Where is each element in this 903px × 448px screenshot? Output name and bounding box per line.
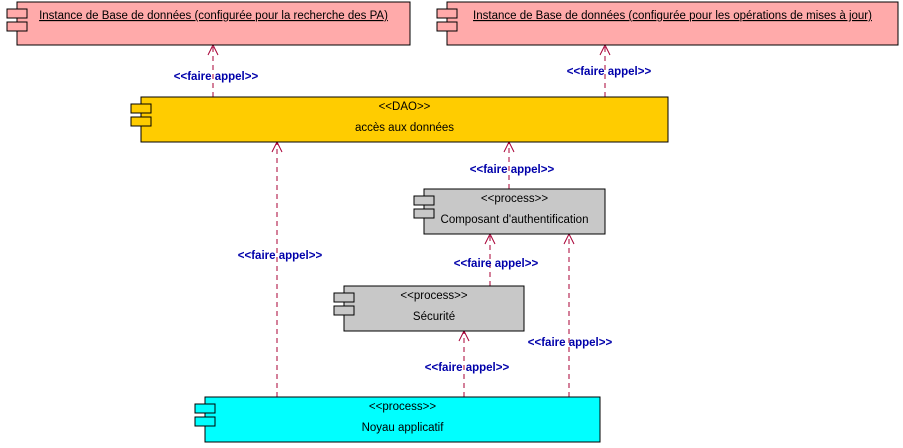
component-stereotype: <<process>> — [400, 290, 467, 302]
dependency-layer: <<faire appel>> <<faire appel>> <<faire ap… — [174, 43, 652, 397]
component-tab — [413, 208, 435, 219]
dependency-label: <<faire appel>> — [238, 250, 323, 262]
component-label: Instance de Base de données (configurée … — [473, 10, 872, 22]
dependency-auth-to-dao: <<faire appel>> — [470, 140, 555, 189]
component-dao: <<DAO>> accès aux données — [130, 96, 669, 143]
dependency-security-to-auth: <<faire appel>> — [454, 232, 539, 286]
dependency-core-to-dao: <<faire appel>> — [238, 140, 323, 397]
component-body — [343, 285, 525, 332]
dependency-label: <<faire appel>> — [454, 258, 539, 270]
dependency-core-to-security: <<faire appel>> — [425, 329, 510, 397]
dependency-label: <<faire appel>> — [425, 362, 510, 374]
component-db-update: Instance de Base de données (configurée … — [436, 1, 899, 46]
dependency-label: <<faire appel>> — [567, 66, 652, 78]
component-tab — [6, 8, 28, 19]
component-body — [446, 1, 899, 46]
dependency-core-to-auth: <<faire appel>> — [528, 232, 613, 397]
dependency-label: <<faire appel>> — [470, 164, 555, 176]
component-tab — [130, 103, 152, 114]
component-tab — [333, 305, 355, 316]
component-body — [204, 396, 601, 443]
component-stereotype: <<DAO>> — [379, 101, 431, 113]
component-label: Sécurité — [413, 311, 455, 323]
component-core: <<process>> Noyau applicatif — [194, 396, 601, 443]
component-tab — [413, 195, 435, 206]
component-db-search: Instance de Base de données (configurée … — [6, 1, 411, 46]
component-auth: <<process>> Composant d'authentification — [413, 188, 606, 235]
component-stereotype: <<process>> — [369, 401, 436, 413]
component-tab — [194, 416, 216, 427]
component-tab — [436, 21, 458, 32]
dependency-label: <<faire appel>> — [528, 337, 613, 349]
component-security: <<process>> Sécurité — [333, 285, 525, 332]
component-body — [140, 96, 669, 143]
dependency-dao-to-db-search: <<faire appel>> — [174, 43, 259, 97]
component-tab — [194, 403, 216, 414]
component-label: Noyau applicatif — [362, 422, 445, 434]
component-tab — [6, 21, 28, 32]
component-stereotype: <<process>> — [481, 193, 548, 205]
component-tab — [130, 116, 152, 127]
component-tab — [436, 8, 458, 19]
component-label: Composant d'authentification — [441, 214, 589, 226]
component-tab — [333, 292, 355, 303]
dependency-label: <<faire appel>> — [174, 71, 259, 83]
component-body — [16, 1, 411, 46]
dependency-dao-to-db-update: <<faire appel>> — [567, 43, 652, 97]
component-label: Instance de Base de données (configurée … — [39, 10, 388, 22]
component-layer: Instance de Base de données (configurée … — [6, 1, 899, 443]
component-body — [423, 188, 606, 235]
component-label: accès aux données — [355, 122, 454, 134]
